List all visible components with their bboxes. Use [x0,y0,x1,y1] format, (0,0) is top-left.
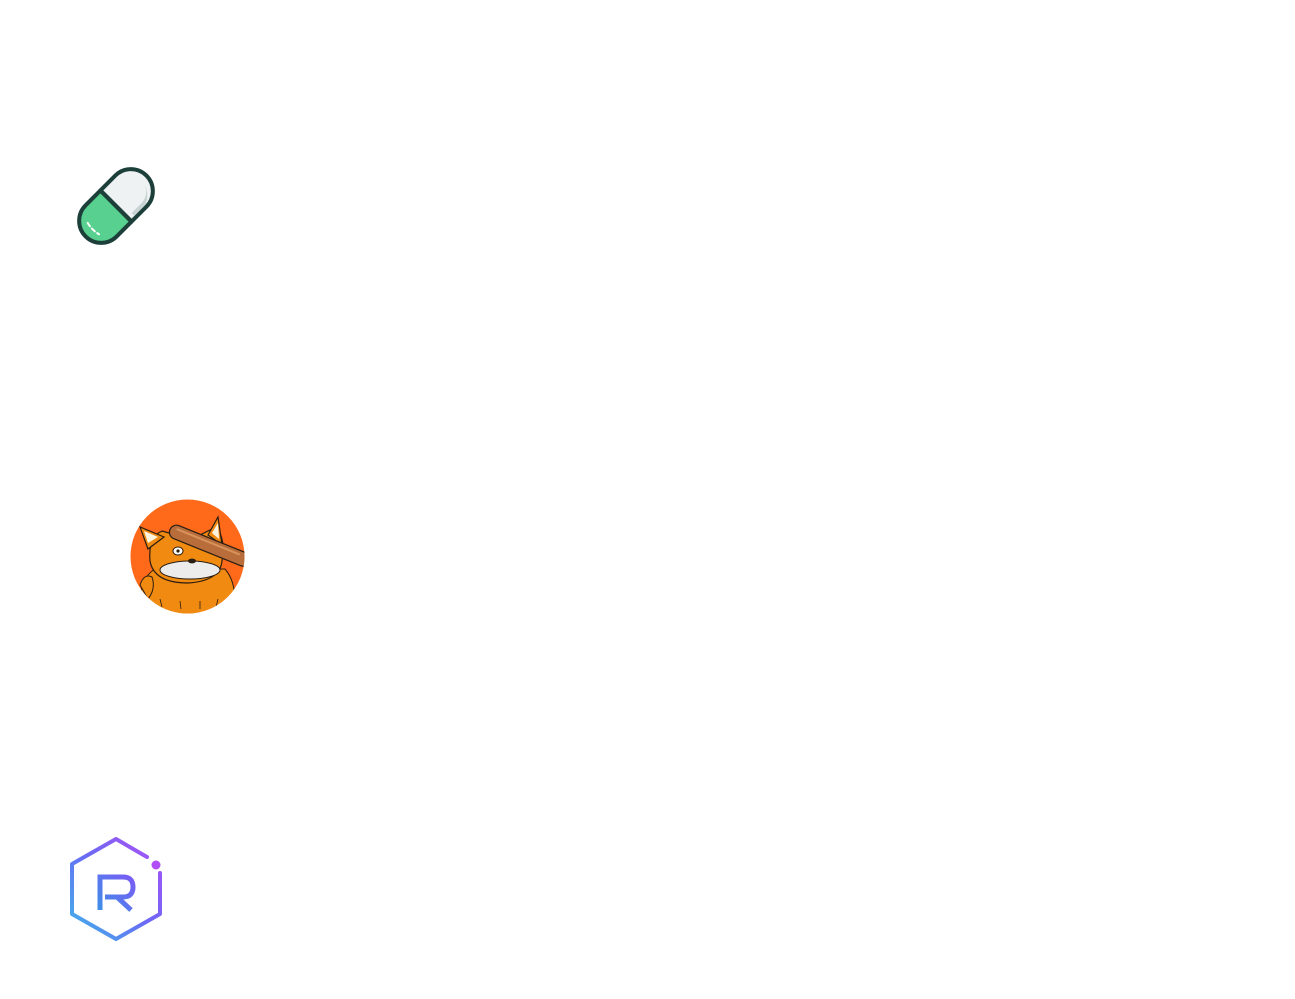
logo-dot [151,860,161,870]
shiba-dog-bat-icon[interactable] [130,499,245,614]
raydium-logo-icon[interactable] [69,835,163,942]
pill-capsule-icon[interactable] [70,158,162,254]
